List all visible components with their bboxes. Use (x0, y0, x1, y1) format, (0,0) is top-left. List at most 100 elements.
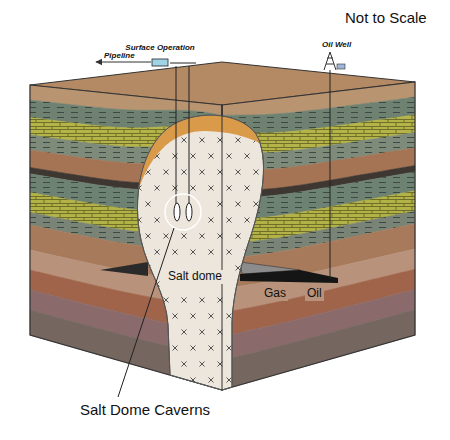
salt-mark (236, 266, 241, 271)
salt-mark (227, 186, 232, 191)
salt-mark (146, 234, 151, 239)
salt-mark (209, 314, 214, 319)
salt-mark (254, 298, 259, 303)
salt-mark (263, 282, 268, 287)
salt-mark (155, 314, 160, 319)
salt-mark (182, 234, 187, 239)
salt-mark (182, 330, 187, 335)
salt-mark (254, 330, 259, 335)
salt-mark (191, 154, 196, 159)
salt-mark (137, 378, 142, 383)
salt-mark (245, 186, 250, 191)
salt-mark (191, 186, 196, 191)
salt-mark (245, 282, 250, 287)
salt-mark (173, 250, 178, 255)
salt-mark (209, 218, 214, 223)
salt-mark (155, 186, 160, 191)
pipeline-arrow (96, 61, 151, 62)
surface-operation-label: Surface Operation (125, 43, 194, 52)
salt-mark (245, 346, 250, 351)
salt-dome (110, 95, 290, 390)
salt-mark (263, 314, 268, 319)
salt-mark (128, 298, 133, 303)
salt-outline (137, 115, 263, 390)
surface-pipe (170, 63, 196, 64)
surface-operation-box (152, 59, 168, 66)
well-line (176, 66, 177, 204)
salt-mark (236, 362, 241, 367)
salt-mark (227, 154, 232, 159)
salt-mark (263, 378, 268, 383)
strata-layers (30, 62, 415, 390)
surface-works (96, 52, 345, 397)
salt-mark (128, 330, 133, 335)
salt-mark (191, 314, 196, 319)
salt-mark (137, 282, 142, 287)
oil-derrick (324, 52, 336, 70)
salt-mark (128, 234, 133, 239)
salt-mark (146, 362, 151, 367)
salt-body (137, 115, 263, 390)
pipeline-label: Pipeline (104, 51, 135, 60)
salt-mark (146, 330, 151, 335)
salt-mark (254, 234, 259, 239)
scale-note: Not to Scale (345, 9, 427, 26)
salt-mark (209, 250, 214, 255)
salt-mark (254, 362, 259, 367)
salt-mark (137, 250, 142, 255)
salt-mark (182, 170, 187, 175)
salt-mark (128, 266, 133, 271)
salt-mark (128, 138, 133, 143)
salt-mark (155, 250, 160, 255)
salt-mark (236, 298, 241, 303)
salt-mark (200, 234, 205, 239)
salt-mark (254, 202, 259, 207)
salt-mark (137, 314, 142, 319)
salt-mark (209, 346, 214, 351)
salt-mark (236, 330, 241, 335)
salt-mark (164, 170, 169, 175)
salt-mark (254, 170, 259, 175)
salt-mark (209, 154, 214, 159)
salt-mark (155, 346, 160, 351)
salt-mark (200, 138, 205, 143)
callout-label: Salt Dome Caverns (80, 401, 210, 418)
salt-mark (227, 378, 232, 383)
salt-mark (191, 346, 196, 351)
salt-mark (164, 234, 169, 239)
salt-mark (128, 202, 133, 207)
salt-mark (263, 346, 268, 351)
salt-mark (236, 138, 241, 143)
salt-mark (137, 154, 142, 159)
salt-mark (200, 330, 205, 335)
salt-mark (236, 234, 241, 239)
well-line (189, 66, 190, 204)
salt-mark (254, 266, 259, 271)
callout-circle (165, 194, 201, 230)
storage-cavern (174, 203, 180, 221)
salt-mark (245, 154, 250, 159)
salt-mark (227, 346, 232, 351)
salt-mark (245, 378, 250, 383)
oil-pocket (100, 262, 148, 276)
gas-label: Gas (262, 287, 288, 301)
salt-mark (236, 202, 241, 207)
salt-mark (182, 298, 187, 303)
salt-mark (173, 378, 178, 383)
salt-mark (182, 138, 187, 143)
salt-mark (146, 138, 151, 143)
salt-mark (173, 314, 178, 319)
salt-mark (245, 218, 250, 223)
salt-mark (173, 346, 178, 351)
salt-crystal-marks (128, 138, 268, 383)
salt-mark (227, 314, 232, 319)
salt-mark (200, 362, 205, 367)
leader-line (118, 228, 174, 397)
oil-well-label: Oil Well (322, 40, 351, 49)
salt-mark (263, 250, 268, 255)
oil-pocket (240, 270, 338, 283)
salt-mark (200, 170, 205, 175)
